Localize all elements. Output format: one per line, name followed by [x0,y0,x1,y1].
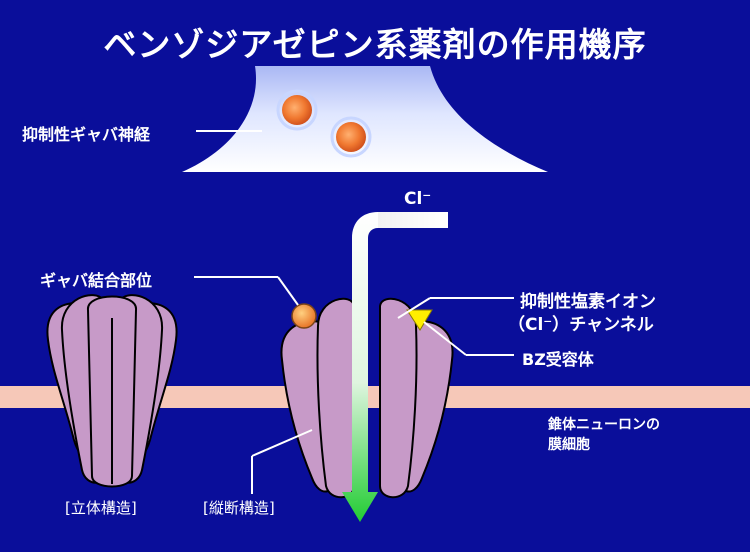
bz-receptor-marker [406,309,433,331]
receptor-cross-section [280,297,454,499]
neuron-membrane [0,386,750,408]
leader-line [277,276,299,306]
chloride-channel-label-line2: （Cl⁻）チャンネル [508,315,654,335]
gaba-binding-site [291,303,317,329]
leader-line [397,297,431,319]
gaba-binding-site-label: ギャバ結合部位 [40,271,153,290]
leader-line [423,321,467,356]
chloride-arrow-top [378,212,448,228]
page-title: ベンゾジアゼピン系薬剤の作用機序 [103,25,647,64]
vesicle-ring [330,116,372,158]
inhibitory-neuron-label: 抑制性ギャバ神経 [22,125,151,144]
view-3d-caption: [立体構造] [65,499,137,517]
chloride-ion-label: Cl⁻ [404,189,432,209]
vesicle [336,122,366,152]
chloride-flow-arrow [342,212,448,522]
inhibitory-neuron-terminal [182,66,548,172]
vesicle [282,95,312,125]
view-section-caption: [縦断構造] [203,499,275,517]
membrane-label-line1: 錐体ニューロンの [548,417,660,433]
leader-line [251,429,313,457]
vesicle-ring [276,89,318,131]
bz-receptor-label: BZ受容体 [522,350,594,369]
membrane-label-line2: 膜細胞 [548,437,590,453]
receptor-3d-structure [46,294,178,488]
chloride-channel-label-line1: 抑制性塩素イオン [520,292,656,312]
